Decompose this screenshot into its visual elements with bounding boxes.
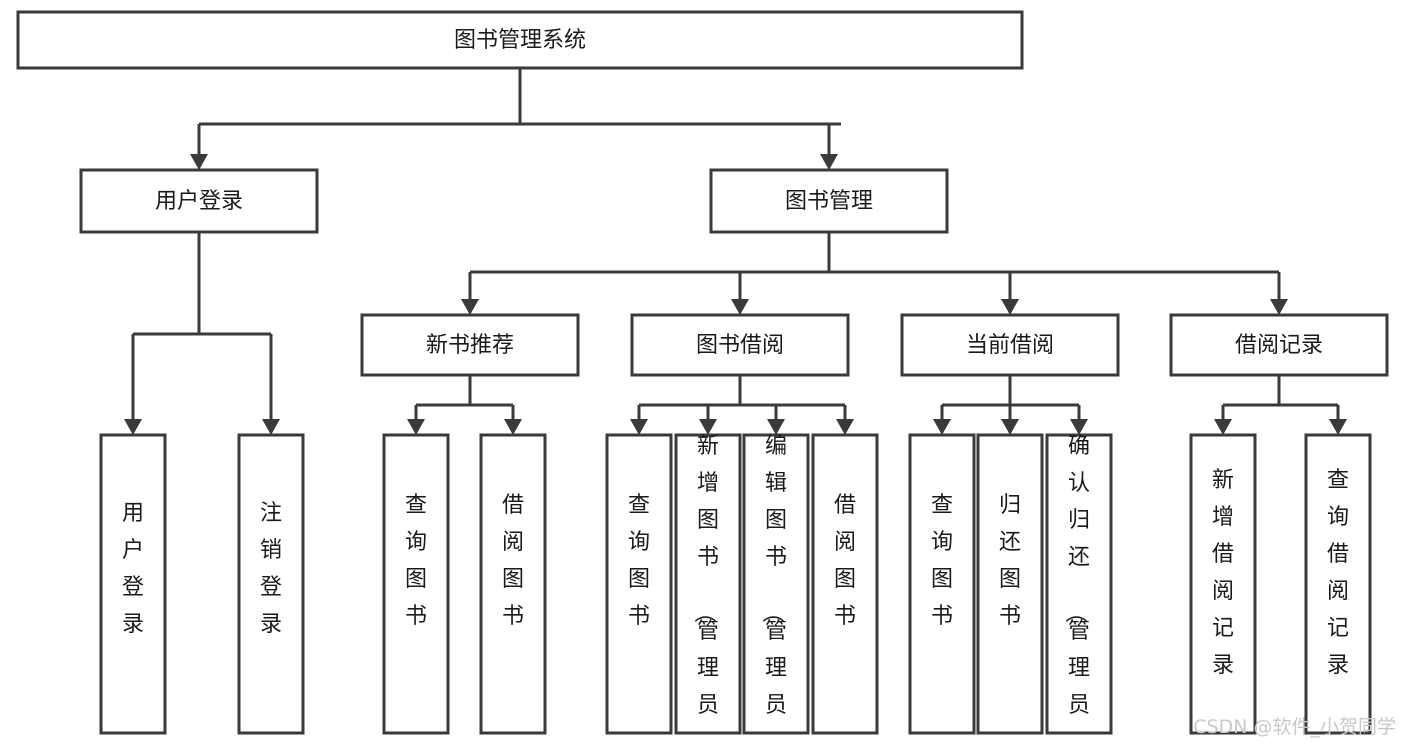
- node-book-manage-label: 图书管理: [785, 189, 873, 214]
- arrow-to-leaf: [699, 419, 717, 435]
- arrow-to-level3: [1001, 299, 1019, 315]
- leaf-node[interactable]: 查询借阅记录: [1304, 433, 1372, 735]
- node-user-login-label: 用户登录: [155, 189, 243, 214]
- leaf-label: 归还图书: [999, 493, 1021, 629]
- leaf-node[interactable]: 归还图书: [976, 433, 1044, 735]
- arrow-to-leaf: [1001, 419, 1019, 435]
- arrow-to-leaf: [1214, 419, 1232, 435]
- leaf-label: 查询图书: [405, 493, 427, 629]
- leaf-label: 编辑图书（管理员）: [759, 434, 787, 747]
- leaf-label: 新增借阅记录: [1212, 468, 1234, 678]
- connector-bookborrow-to-leaves: [630, 375, 854, 435]
- node-book-borrow[interactable]: 图书借阅: [630, 313, 850, 377]
- leaf-label: 查询图书: [628, 493, 650, 629]
- node-root-label: 图书管理系统: [454, 28, 586, 53]
- arrow-to-leaf: [1070, 419, 1088, 435]
- arrow-to-user-login: [190, 154, 208, 170]
- leaf-node[interactable]: 新增图书（管理员）: [674, 433, 742, 751]
- arrow-to-leaf: [933, 419, 951, 435]
- leaf-node[interactable]: 借阅图书: [479, 433, 547, 735]
- leaf-node[interactable]: 注销登录: [237, 433, 305, 735]
- arrow-to-level3: [461, 299, 479, 315]
- leaf-node[interactable]: 查询图书: [908, 433, 976, 735]
- arrow-to-book-manage: [820, 154, 838, 170]
- leaf-node[interactable]: 确认归还（管理员）: [1045, 433, 1113, 751]
- node-borrow-record-label: 借阅记录: [1235, 333, 1323, 358]
- arrow-to-leaf: [407, 419, 425, 435]
- arrow-to-leaf: [630, 419, 648, 435]
- node-user-login[interactable]: 用户登录: [79, 168, 319, 234]
- csdn-watermark: CSDN @软件_小贺同学: [1193, 716, 1396, 738]
- leaf-node[interactable]: 查询图书: [382, 433, 450, 735]
- leaf-label: 查询图书: [931, 493, 953, 629]
- connector-borrowrecord-to-leaves: [1214, 375, 1347, 435]
- leaf-label: 用户登录: [122, 501, 144, 637]
- leaf-label: 注销登录: [260, 501, 282, 637]
- leaf-node[interactable]: 编辑图书（管理员）: [742, 433, 810, 751]
- node-borrow-record[interactable]: 借阅记录: [1169, 313, 1389, 377]
- arrow-to-leaf: [504, 419, 522, 435]
- arrow-to-leaf: [124, 419, 142, 435]
- node-book-borrow-label: 图书借阅: [696, 333, 784, 358]
- connector-currentborrow-to-leaves: [933, 375, 1088, 435]
- connector-newbook-to-leaves: [407, 375, 522, 435]
- leaf-label: 借阅图书: [502, 493, 524, 629]
- leaf-node[interactable]: 查询图书: [605, 433, 673, 735]
- node-root-system[interactable]: 图书管理系统: [16, 10, 1024, 70]
- arrow-to-leaf: [836, 419, 854, 435]
- leaf-label: 确认归还（管理员）: [1062, 434, 1090, 747]
- leaf-node[interactable]: 用户登录: [99, 433, 167, 735]
- arrow-to-level3: [731, 299, 749, 315]
- arrow-to-leaf: [1329, 419, 1347, 435]
- node-new-book-recommend[interactable]: 新书推荐: [360, 313, 580, 377]
- leaf-node[interactable]: 新增借阅记录: [1189, 433, 1257, 735]
- connector-bookmanage-to-level3: [461, 232, 1288, 315]
- arrow-to-leaf: [262, 419, 280, 435]
- node-new-book-recommend-label: 新书推荐: [426, 333, 514, 358]
- node-current-borrow-label: 当前借阅: [966, 333, 1054, 358]
- leaf-label: 借阅图书: [834, 493, 856, 629]
- arrow-to-level3: [1270, 299, 1288, 315]
- node-current-borrow[interactable]: 当前借阅: [900, 313, 1120, 377]
- arrow-to-leaf: [767, 419, 785, 435]
- connector-root-to-level2: [190, 68, 841, 170]
- leaf-label: 查询借阅记录: [1327, 468, 1349, 678]
- leaf-node[interactable]: 借阅图书: [811, 433, 879, 735]
- node-book-manage[interactable]: 图书管理: [709, 168, 949, 234]
- connector-userlogin-to-leaves: [124, 232, 280, 435]
